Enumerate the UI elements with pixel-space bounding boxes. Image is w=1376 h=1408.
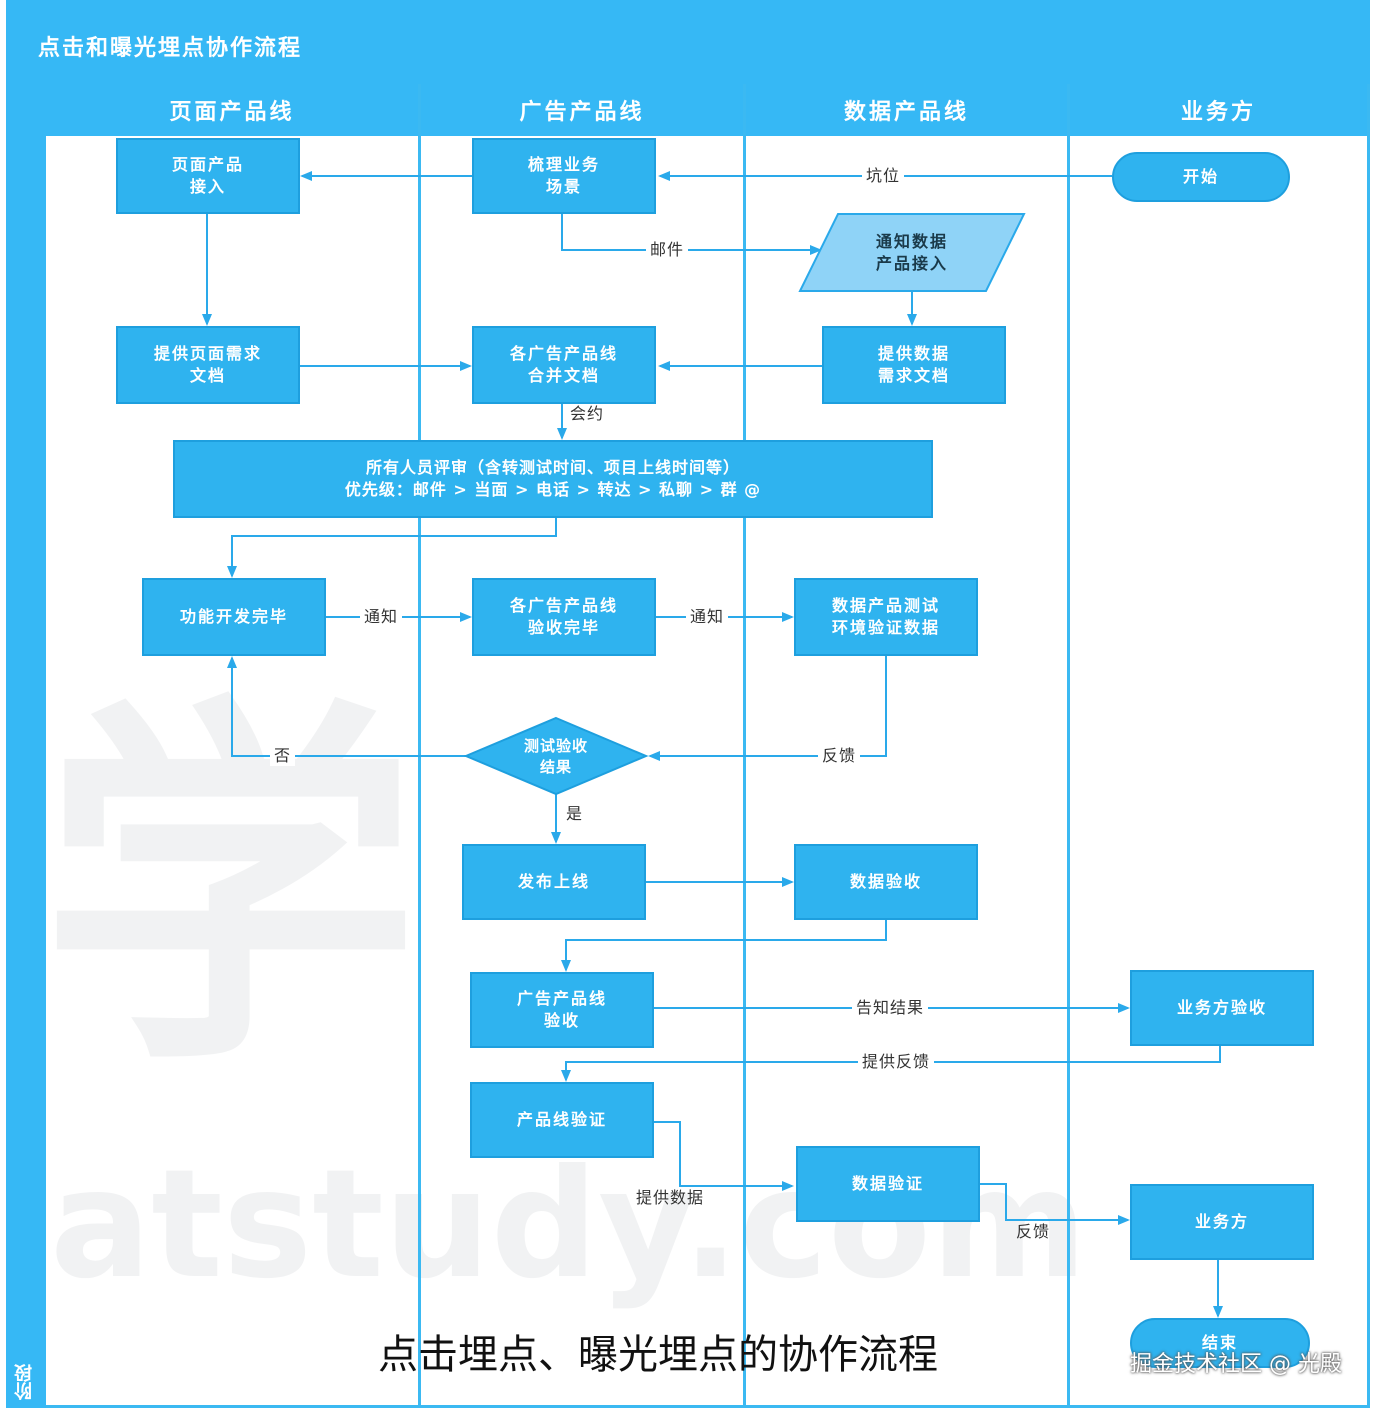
watermark-big-glyph: 学 [40, 668, 420, 1111]
node-data-test-env: 数据产品测试 环境验证数据 [794, 578, 978, 656]
diagram-frame [6, 0, 1370, 1408]
lane-divider [1067, 84, 1070, 1408]
edge-label-give-feedback: 提供反馈 [858, 1052, 935, 1072]
lane-header-data: 数据产品线 [746, 84, 1067, 136]
diagram-title: 点击和曝光埋点协作流程 [38, 36, 303, 61]
edge-label-notify-1: 通知 [360, 607, 403, 627]
lane-header-ad: 广告产品线 [421, 84, 743, 136]
node-review: 所有人员评审（含转测试时间、项目上线时间等） 优先级：邮件 > 当面 > 电话 … [173, 440, 933, 518]
edge-lineverify-to-dataverify [654, 1121, 794, 1191]
node-sort-scene: 梳理业务 场景 [472, 138, 656, 214]
lane-divider [743, 84, 746, 1408]
edge-label-feedback-2: 反馈 [1016, 1222, 1051, 1241]
edge-datatest-to-result [648, 656, 887, 761]
edge-label-meeting: 会约 [570, 404, 605, 423]
edge-result-no-to-dev [227, 656, 466, 757]
node-dev-done: 功能开发完毕 [142, 578, 326, 656]
decision-diamond [463, 716, 649, 796]
node-line-verify: 产品线验证 [470, 1082, 654, 1158]
node-notify-data: 通知数据 产品接入 [875, 231, 948, 273]
end-terminator: 结束 [1130, 1318, 1310, 1368]
node-ad-accept-done: 各广告产品线 验收完毕 [472, 578, 656, 656]
edge-dataverify-to-bizside [980, 1183, 1130, 1225]
lane-header-business: 业务方 [1070, 84, 1367, 136]
lane-header-page: 页面产品线 [46, 84, 418, 136]
edge-label-feedback-1: 反馈 [818, 746, 861, 766]
edge-label-notify-2: 通知 [686, 607, 729, 627]
decision-test-result-label: 测试验收 结果 [523, 737, 588, 776]
node-release: 发布上线 [462, 844, 646, 920]
node-page-req-doc: 提供页面需求 文档 [116, 326, 300, 404]
node-data-req-doc: 提供数据 需求文档 [822, 326, 1006, 404]
diagram-title-bar: 点击和曝光埋点协作流程 [6, 0, 1370, 84]
node-merge-doc: 各广告产品线 合并文档 [472, 326, 656, 404]
node-biz-side: 业务方 [1130, 1184, 1314, 1260]
lane-divider [418, 84, 421, 1408]
parallelogram-notify [798, 213, 1026, 292]
credit-watermark: 掘金技术社区 @ 光殿 [1130, 1352, 1342, 1377]
edge-label-tell-result: 告知结果 [852, 998, 929, 1018]
node-data-accept: 数据验收 [794, 844, 978, 920]
node-ad-line-accept: 广告产品线 验收 [470, 972, 654, 1048]
edge-dataaccept-to-adline [561, 920, 887, 972]
video-caption: 点击埋点、曝光埋点的协作流程 [378, 1332, 938, 1378]
start-terminator: 开始 [1112, 152, 1290, 202]
edge-sort-to-notify [561, 214, 822, 255]
edge-review-to-dev [227, 516, 557, 578]
node-biz-accept: 业务方验收 [1130, 970, 1314, 1046]
edge-label-mail: 邮件 [646, 240, 689, 260]
edge-label-yes: 是 [566, 804, 584, 823]
node-data-verify: 数据验证 [796, 1146, 980, 1222]
edge-label-no: 否 [270, 746, 296, 766]
edge-label-give-data: 提供数据 [636, 1188, 705, 1207]
stage-column: 阶段 [6, 84, 46, 1408]
node-page-access: 页面产品 接入 [116, 138, 300, 214]
edge-label-slot: 坑位 [862, 166, 905, 186]
